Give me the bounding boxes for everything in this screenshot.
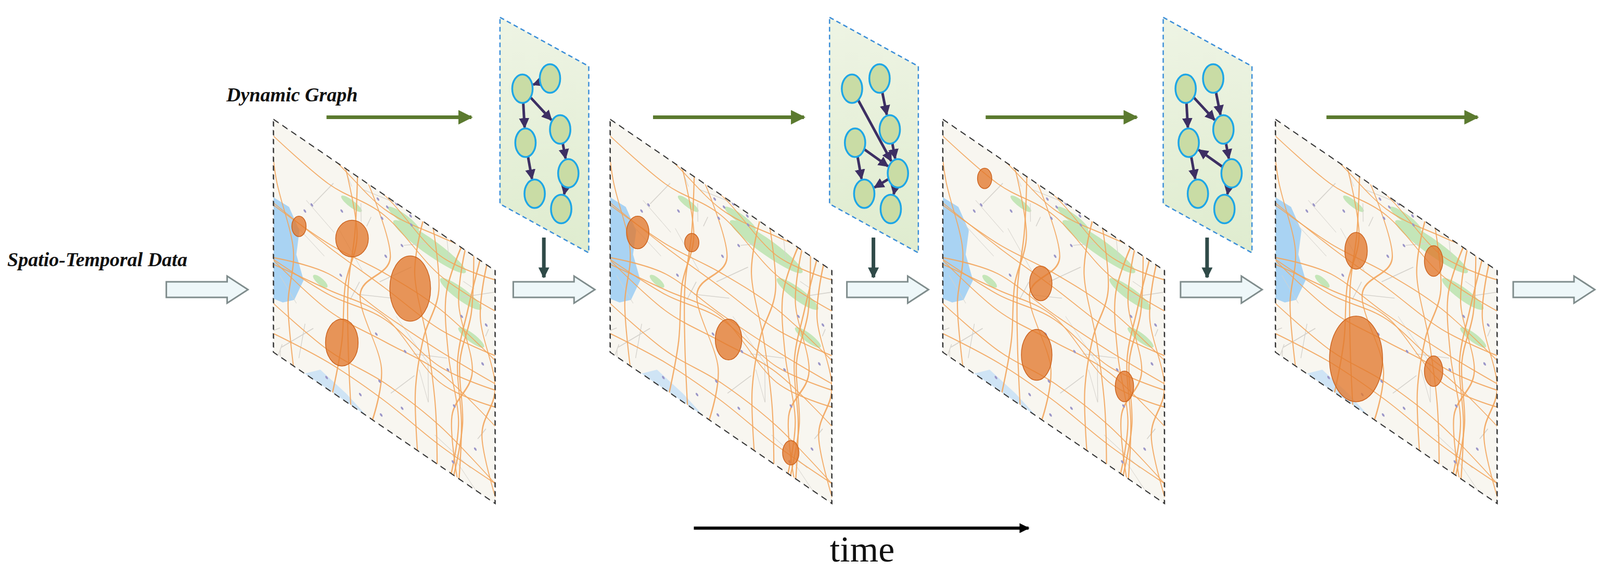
graph-vertex xyxy=(551,195,572,224)
graph-edge xyxy=(1193,97,1215,120)
green-arrow xyxy=(1326,115,1478,120)
data-flow-arrow xyxy=(1513,276,1595,304)
graph-vertex xyxy=(841,74,863,104)
graph-edge xyxy=(523,103,526,128)
data-flow-arrow xyxy=(166,276,249,304)
data-flow-arrow xyxy=(847,276,929,304)
graph-vertex xyxy=(1214,195,1235,224)
hotspot xyxy=(1115,371,1134,403)
green-arrow xyxy=(653,115,804,120)
hotspot xyxy=(1329,316,1383,403)
hotspot xyxy=(389,256,431,322)
graph-vertex xyxy=(869,64,890,94)
graph-vertex xyxy=(515,128,536,158)
hotspot xyxy=(1029,266,1053,302)
green-arrow xyxy=(985,115,1137,120)
graph-edge xyxy=(1191,156,1196,179)
hotspot xyxy=(1021,329,1053,381)
graph-vertex xyxy=(887,159,908,188)
graph-vertex xyxy=(549,115,571,145)
hotspot xyxy=(626,216,649,250)
hotspot xyxy=(291,216,306,237)
graph-vertex xyxy=(1213,115,1234,145)
graph-vertex xyxy=(1175,74,1196,104)
green-arrow xyxy=(326,115,472,120)
graph-vertex xyxy=(845,128,866,158)
graph-vertex xyxy=(880,195,901,224)
graph-vertex xyxy=(539,64,560,94)
graph-vertex xyxy=(1202,64,1224,94)
graph-vertex xyxy=(524,179,545,209)
hotspot xyxy=(684,233,699,252)
graph-heading: Dynamic Graph xyxy=(226,84,358,105)
down-arrow xyxy=(871,237,876,278)
graph-edge xyxy=(1198,149,1223,168)
graph-vertex xyxy=(1187,179,1209,209)
hotspot xyxy=(1424,246,1443,277)
down-arrow xyxy=(1205,237,1209,278)
map-panel xyxy=(923,86,1171,524)
graph-panel xyxy=(500,17,590,253)
hotspot xyxy=(1424,355,1443,387)
park xyxy=(982,272,997,291)
axis-label: time xyxy=(829,531,895,569)
graph-edge xyxy=(882,92,888,115)
graph-edge xyxy=(1186,103,1188,128)
hotspot xyxy=(335,220,369,258)
graph-edge xyxy=(564,187,566,195)
graph-edge xyxy=(528,156,533,179)
data-flow-arrow xyxy=(1180,276,1263,304)
graph-vertex xyxy=(879,115,900,145)
map-panel xyxy=(253,86,501,524)
hotspot xyxy=(325,319,359,367)
data-flow-arrow xyxy=(513,276,595,304)
graph-edge xyxy=(530,97,552,120)
graph-edge xyxy=(1227,187,1230,195)
graph-vertex xyxy=(558,159,579,188)
map-panel xyxy=(590,86,838,524)
graph-panel xyxy=(1163,17,1253,253)
graph-vertex xyxy=(1221,159,1242,188)
map-panel xyxy=(1256,86,1503,524)
park xyxy=(1314,272,1330,291)
graph-edge xyxy=(533,82,541,85)
graph-vertex xyxy=(853,179,875,209)
graph-edge xyxy=(893,187,896,195)
hotspot xyxy=(977,168,992,189)
park xyxy=(313,272,328,291)
graph-edge xyxy=(1225,143,1229,159)
park xyxy=(649,272,665,291)
hotspot xyxy=(782,440,799,466)
graph-vertex xyxy=(512,74,533,104)
graph-edge xyxy=(1216,92,1221,115)
graph-edge xyxy=(857,156,862,179)
graph-edge xyxy=(874,178,889,188)
down-arrow xyxy=(542,237,546,278)
hotspot xyxy=(715,319,742,361)
graph-edge xyxy=(562,143,566,159)
time-arrow xyxy=(693,527,1029,531)
data-heading: Spatio-Temporal Data xyxy=(7,249,188,270)
graph-vertex xyxy=(1178,128,1199,158)
graph-panel xyxy=(829,17,919,253)
graph-edge xyxy=(864,149,889,167)
hotspot xyxy=(1345,232,1368,270)
graph-edge xyxy=(892,143,895,159)
